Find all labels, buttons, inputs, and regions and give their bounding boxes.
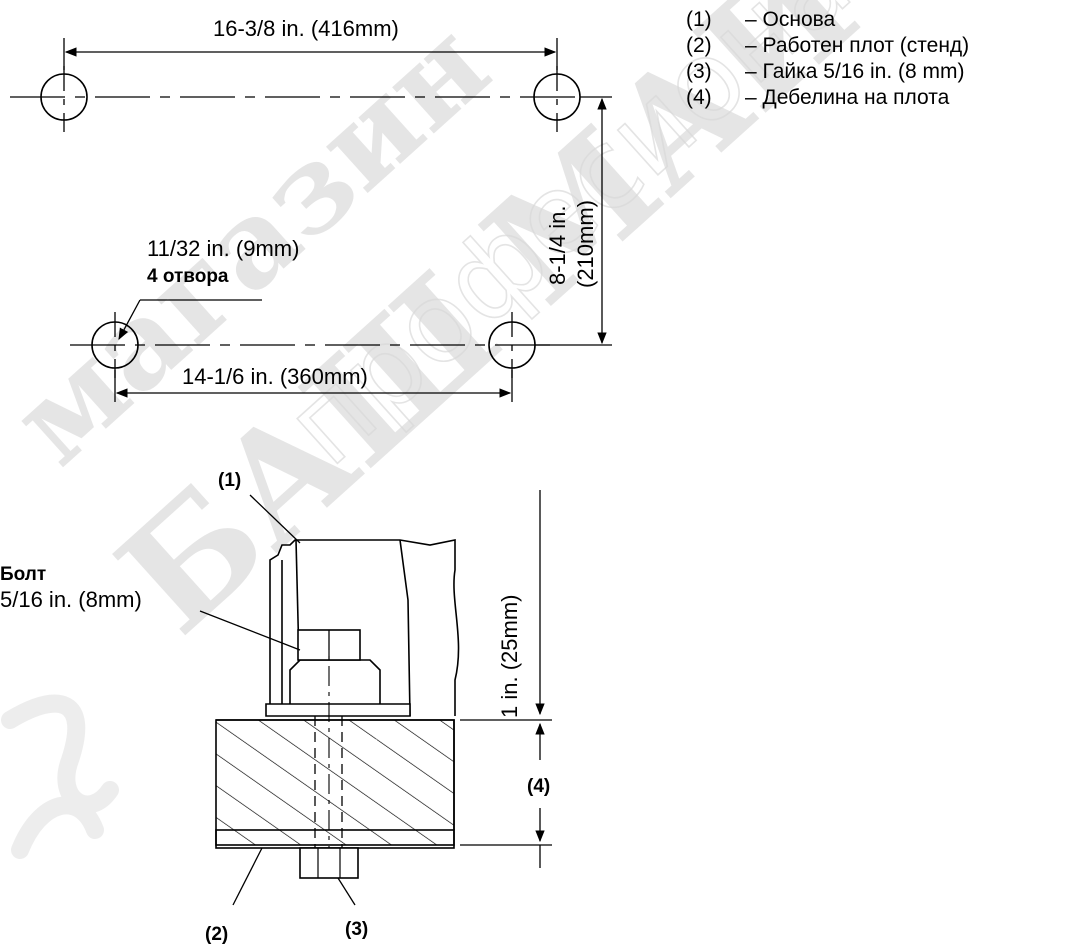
legend-text-1: – Основа	[745, 8, 836, 31]
legend-num-1: (1)	[686, 8, 712, 31]
bottom-dimension-label: 14-1/6 in. (360mm)	[182, 364, 368, 389]
hole-size-label: 11/32 in. (9mm)	[147, 236, 299, 261]
hole-top-left	[40, 73, 88, 121]
section-view	[199, 490, 552, 906]
hole-bottom-left	[91, 321, 139, 369]
legend-text-4: – Дебелина на плота	[745, 86, 950, 109]
top-dimension-label: 16-3/8 in. (416mm)	[213, 16, 399, 41]
callout-1-leader	[249, 494, 301, 544]
callout-3-leader	[337, 877, 356, 906]
bolt-label: Болт	[0, 564, 46, 585]
legend-text-2: – Работен плот (стенд)	[745, 34, 969, 57]
legend-num-3: (3)	[686, 60, 712, 83]
callout-3: (3)	[345, 919, 368, 940]
callout-2: (2)	[205, 924, 228, 945]
bolt-size-label: 5/16 in. (8mm)	[0, 587, 142, 612]
height-dimension-label: 1 in. (25mm)	[497, 595, 522, 718]
nut	[299, 847, 359, 879]
hole-pattern	[10, 38, 612, 402]
callout-4: (4)	[527, 776, 550, 797]
legend-num-2: (2)	[686, 34, 712, 57]
watermark: магазин БАШ МАЙСТОР професионални	[0, 0, 1079, 859]
side-dimension-label-in: 8-1/4 in.	[545, 206, 570, 286]
legend: (1) – Основа (2) – Работен плот (стенд) …	[686, 8, 969, 109]
callout-1: (1)	[218, 470, 241, 491]
callout-2-leader	[232, 847, 263, 906]
bolt-leader	[199, 610, 301, 651]
hole-count-label: 4 отвора	[147, 266, 229, 287]
legend-num-4: (4)	[686, 86, 712, 109]
watermark-logo	[1, 694, 119, 859]
side-dimension-label-mm: (210mm)	[573, 200, 598, 288]
legend-text-3: – Гайка 5/16 in. (8 mm)	[745, 60, 965, 83]
